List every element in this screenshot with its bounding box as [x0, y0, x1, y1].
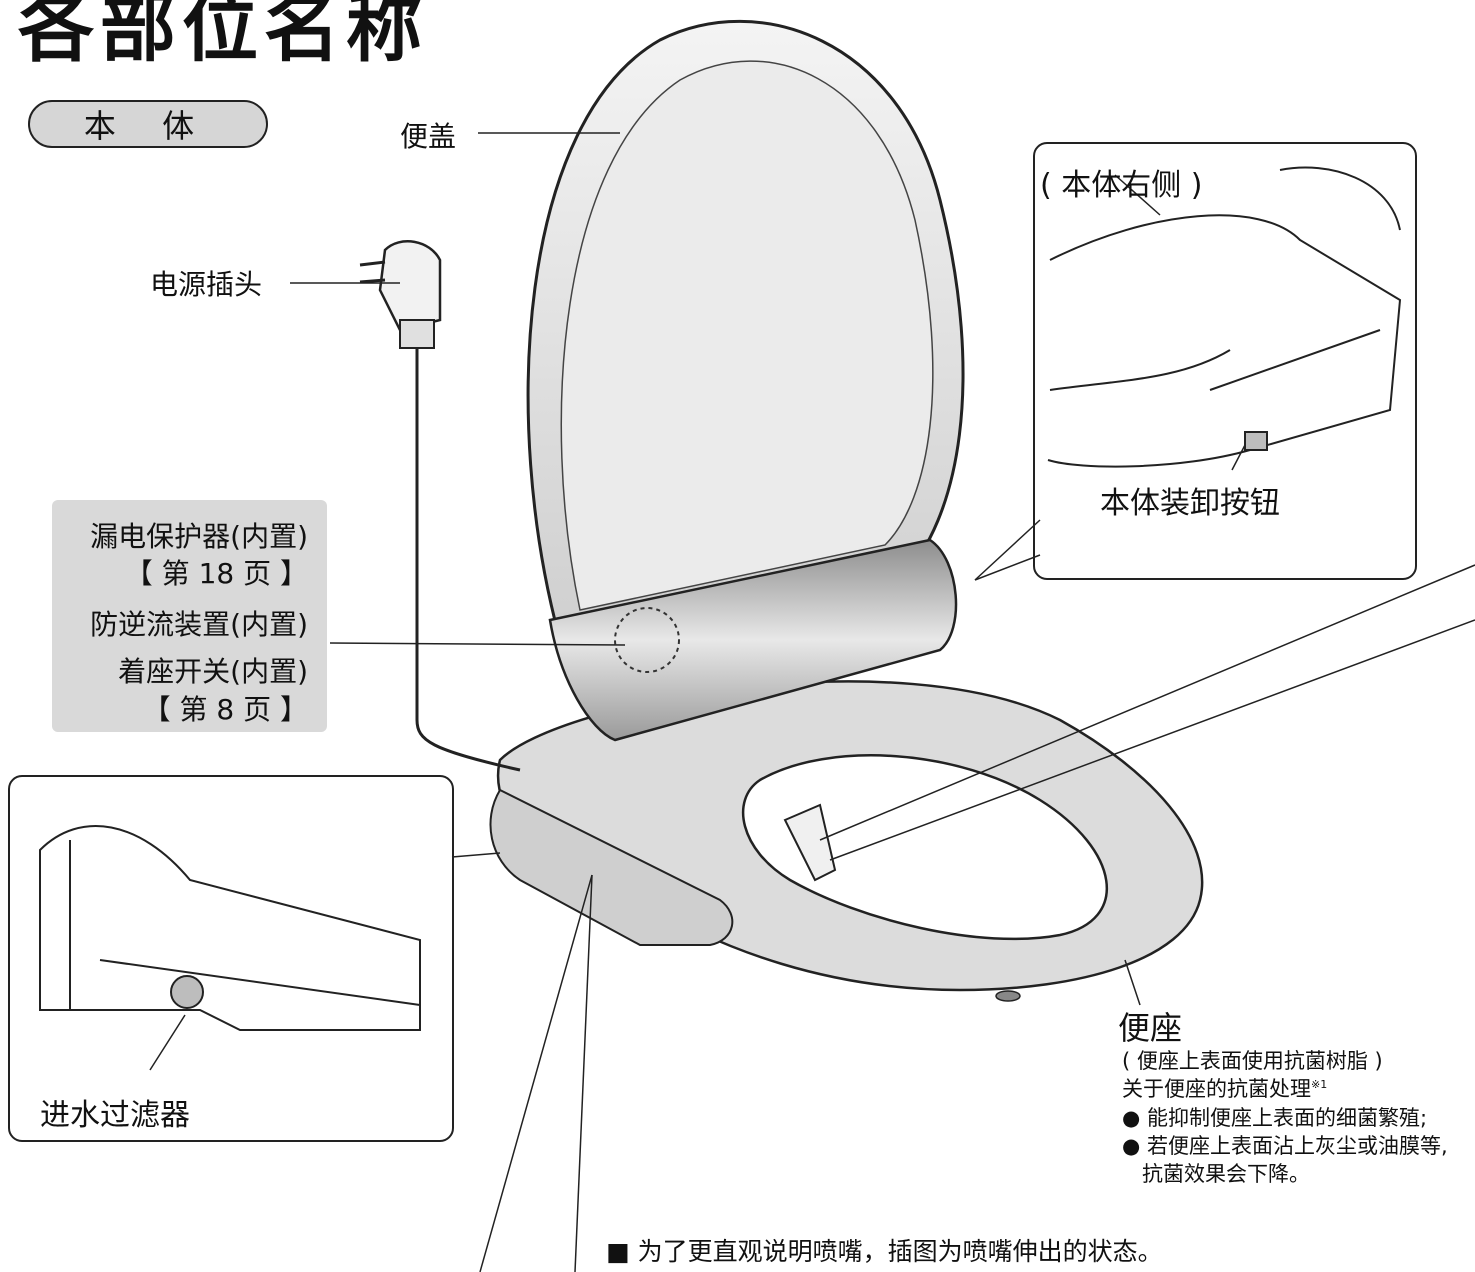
hinge-cover-shape: [548, 538, 958, 742]
nozzle-shape: [783, 803, 837, 882]
power-plug-shape: [359, 240, 521, 772]
internal-parts-box: [52, 500, 327, 732]
page-title: 各部位名称: [18, 0, 428, 72]
seat-note-2: 关于便座的抗菌处理※1: [1122, 1077, 1328, 1101]
seat-switch-label: 着座开关(内置): [118, 655, 308, 688]
seat-switch-ref: 【 第 8 页 】: [142, 693, 308, 726]
inlet-filter-shape: [39, 825, 421, 1031]
seat-bullet-1: ● 能抑制便座上表面的细菌繁殖;: [1122, 1106, 1428, 1130]
inlet-filter-label: 进水过滤器: [40, 1098, 190, 1133]
seat-bullet-2: ● 若便座上表面沾上灰尘或油膜等,: [1122, 1134, 1448, 1158]
leakage-protector-ref: 【 第 18 页 】: [124, 557, 308, 590]
seat-shape: [489, 680, 1204, 992]
right-side-view-label: ( 本体右侧 ): [1040, 168, 1203, 203]
leader-lines: [149, 132, 1475, 1272]
section-label: 本 体: [28, 100, 268, 148]
footer-note: ■ 为了更直观说明喷嘴，插图为喷嘴伸出的状态。: [606, 1237, 1163, 1266]
lid-shape: [526, 19, 965, 642]
seat-bullet-2b: 抗菌效果会下降。: [1142, 1162, 1310, 1186]
seat-label: 便座: [1118, 1009, 1183, 1047]
footnote-marker: ※1: [1311, 1078, 1328, 1091]
leakage-protector-label: 漏电保护器(内置): [90, 520, 308, 553]
inlet-filter-inset: [8, 775, 454, 1142]
right-side-view-shape: [1047, 166, 1402, 468]
detach-button-label: 本体装卸按钮: [1100, 486, 1280, 521]
seat-note-1: ( 便座上表面使用抗菌树脂 ): [1122, 1049, 1383, 1073]
power-plug-label: 电源插头: [150, 268, 263, 301]
right-side-view-inset: [1033, 142, 1417, 580]
seat-foot: [995, 990, 1021, 1002]
backflow-preventer-label: 防逆流装置(内置): [90, 608, 308, 641]
lid-label: 便盖: [400, 120, 457, 153]
